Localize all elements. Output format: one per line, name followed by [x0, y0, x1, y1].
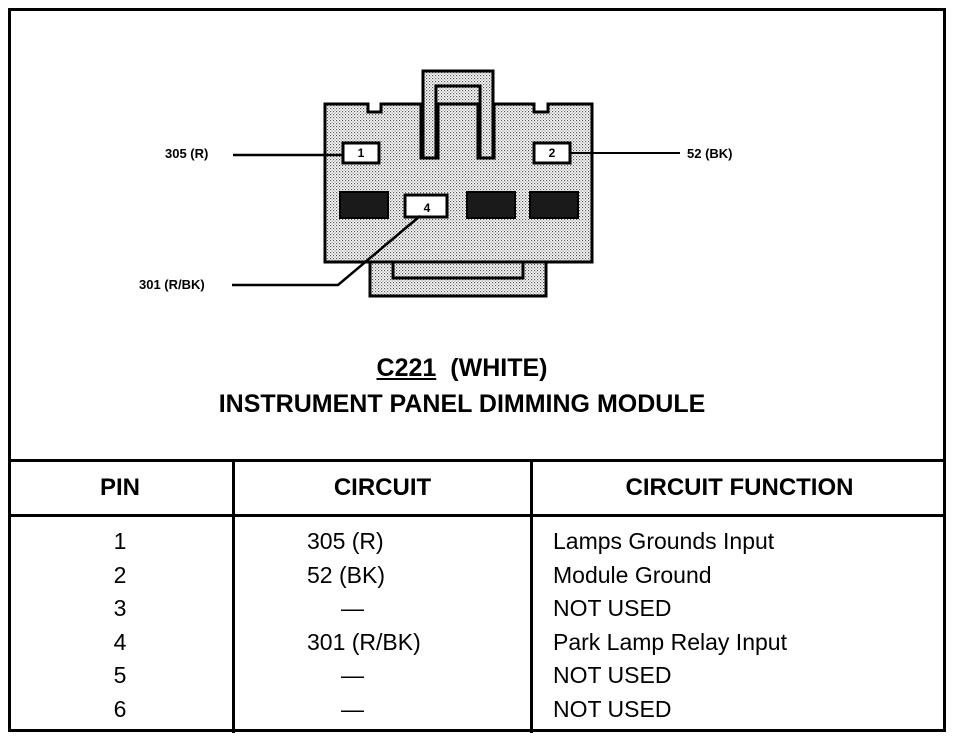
connector-body	[323, 102, 594, 264]
table-row-function: Module Ground	[553, 561, 712, 588]
header-circuit: CIRCUIT	[232, 459, 532, 517]
table-row-circuit: 52 (BK)	[307, 561, 385, 588]
cavity-3	[339, 191, 389, 219]
header-circuit-function: CIRCUIT FUNCTION	[530, 459, 946, 517]
table-row-pin: 1	[113, 528, 127, 554]
table-row-circuit: —	[341, 662, 364, 689]
table-row-pin: 2	[113, 561, 127, 588]
table-row-function: NOT USED	[553, 662, 672, 689]
table-row-circuit: 305 (R)	[307, 528, 384, 554]
cavity-number-4: 4	[423, 201, 431, 215]
wire-label-pin2: 52 (BK)	[687, 146, 733, 161]
table-row-circuit: —	[341, 695, 364, 722]
connector-drawing	[232, 69, 680, 298]
cavity-number-1: 1	[357, 146, 365, 160]
table-row-function: NOT USED	[553, 595, 672, 622]
connector-name: INSTRUMENT PANEL DIMMING MODULE	[218, 390, 706, 418]
table-row-pin: 3	[113, 595, 127, 622]
pin-table-header-row: PIN CIRCUIT CIRCUIT FUNCTION	[8, 459, 946, 517]
connector-id: C221	[376, 354, 437, 382]
wire-label-pin4: 301 (R/BK)	[139, 277, 205, 292]
connector-diagram: 305 (R) 52 (BK) 301 (R/BK) 1 2 4 C221 (WH…	[0, 69, 924, 422]
cavity-4	[403, 193, 449, 219]
table-row-function: NOT USED	[553, 695, 672, 722]
circuit-column: 305 (R) 52 (BK) — 301 (R/BK) — —	[232, 515, 532, 733]
cavity-5	[466, 191, 516, 219]
connector-id-line: C221 (WHITE)	[0, 350, 924, 386]
table-row-function: Park Lamp Relay Input	[553, 628, 787, 655]
table-row-pin: 4	[113, 628, 127, 655]
table-row-function: Lamps Grounds Input	[553, 528, 775, 554]
table-row-pin: 6	[113, 695, 127, 722]
pin-table-body: 1 2 3 4 5 6 305 (R) 52 (BK) — 301 (R/BK)…	[8, 515, 946, 734]
table-row-circuit: —	[341, 595, 364, 622]
pin-table: PIN CIRCUIT CIRCUIT FUNCTION 1 2 3 4 5 6…	[8, 459, 946, 733]
cavity-1	[341, 141, 381, 165]
cavity-number-2: 2	[548, 146, 556, 160]
cavity-6	[529, 191, 579, 219]
function-column: Lamps Grounds Input Module Ground NOT US…	[530, 515, 946, 733]
connector-color: (WHITE)	[450, 354, 548, 382]
wire-label-pin1: 305 (R)	[165, 146, 209, 161]
pin-column: 1 2 3 4 5 6	[8, 516, 234, 734]
leader-line-pin4	[232, 215, 421, 287]
connector-title: C221 (WHITE) INSTRUMENT PANEL DIMMING MOD…	[0, 350, 924, 422]
table-row-pin: 5	[113, 662, 127, 689]
header-pin: PIN	[8, 459, 234, 517]
table-row-circuit: 301 (R/BK)	[307, 628, 421, 655]
